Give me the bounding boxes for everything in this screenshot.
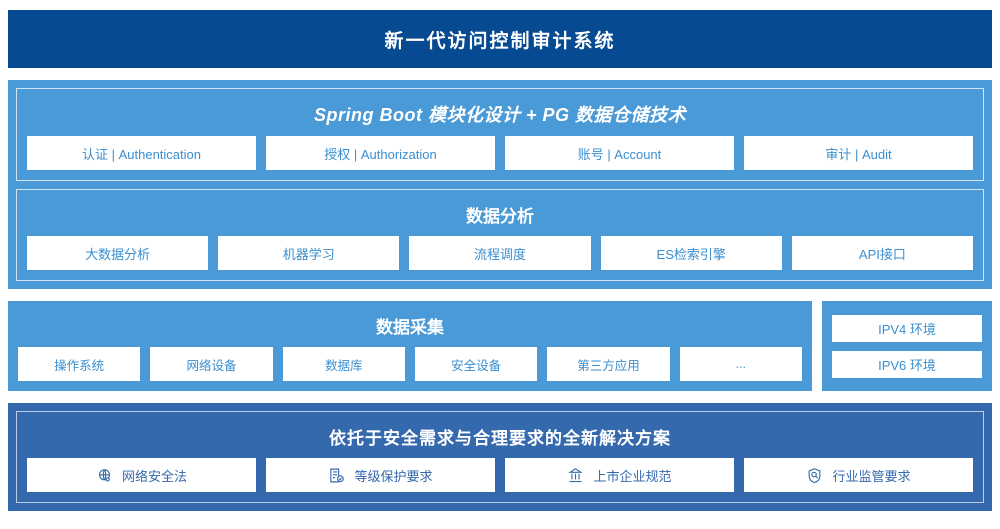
environment-chip-ipv6[interactable]: IPV6 环境 (832, 350, 982, 378)
document-check-icon (328, 467, 345, 484)
chip-label: 审计 | Audit (825, 146, 892, 162)
collection-group: 数据采集 操作系统 网络设备 数据库 安全设备 第三方应用 ... (8, 301, 812, 391)
chip-label: 安全设备 (451, 358, 502, 373)
shield-search-icon (806, 467, 823, 484)
platform-group-title: Spring Boot 模块化设计 + PG 数据仓储技术 (313, 105, 686, 125)
architecture-top-stack: Spring Boot 模块化设计 + PG 数据仓储技术 认证 | Authe… (8, 80, 992, 289)
analysis-chip-es-search-engine[interactable]: ES检索引擎 (600, 236, 782, 270)
chip-label: API接口 (858, 246, 906, 262)
solution-chip-row: 网络安全法 等级保护要求 (27, 458, 973, 492)
analysis-chip-api[interactable]: API接口 (791, 236, 974, 270)
collection-chip-row: 操作系统 网络设备 数据库 安全设备 第三方应用 ... (18, 347, 802, 381)
chip-label: 授权 | Authorization (324, 146, 437, 162)
collection-group-title: 数据采集 (376, 318, 444, 337)
solution-chip-industry-regulation[interactable]: 行业监管要求 (744, 458, 973, 492)
chip-label: ES检索引擎 (656, 246, 726, 262)
globe-network-icon (96, 467, 113, 484)
page-title: 新一代访问控制审计系统 (384, 30, 616, 52)
environment-group: IPV4 环境 IPV6 环境 (822, 301, 992, 391)
analysis-group-title: 数据分析 (466, 207, 534, 226)
solution-chip-classified-protection[interactable]: 等级保护要求 (266, 458, 495, 492)
chip-label: 操作系统 (54, 358, 105, 373)
chip-label: 流程调度 (474, 246, 527, 262)
header-banner: 新一代访问控制审计系统 (8, 10, 992, 68)
bank-building-icon (567, 467, 584, 484)
chip-label: 数据库 (325, 358, 363, 373)
platform-chip-row: 认证 | Authentication 授权 | Authorization 账… (27, 136, 973, 170)
platform-group: Spring Boot 模块化设计 + PG 数据仓储技术 认证 | Authe… (16, 88, 984, 181)
solution-chip-listed-company-standard[interactable]: 上市企业规范 (505, 458, 734, 492)
chip-label: 第三方应用 (577, 358, 640, 373)
chip-label: IPV4 环境 (878, 321, 936, 337)
analysis-chip-machine-learning[interactable]: 机器学习 (218, 236, 400, 270)
analysis-chip-process-scheduling[interactable]: 流程调度 (409, 236, 591, 270)
chip-label: 网络安全法 (121, 468, 187, 484)
platform-chip-audit[interactable]: 审计 | Audit (744, 136, 973, 170)
collection-row: 数据采集 操作系统 网络设备 数据库 安全设备 第三方应用 ... (8, 301, 992, 391)
chip-label: 网络设备 (186, 358, 237, 373)
chip-label: 机器学习 (282, 246, 335, 262)
chip-label: 账号 | Account (577, 146, 662, 162)
collection-chip-operating-system[interactable]: 操作系统 (18, 347, 141, 381)
chip-label: 认证 | Authentication (82, 146, 201, 162)
solution-group-title: 依托于安全需求与合理要求的全新解决方案 (329, 429, 671, 448)
chip-label: IPV6 环境 (878, 357, 936, 373)
collection-chip-security-device[interactable]: 安全设备 (414, 347, 538, 381)
chip-label: 上市企业规范 (593, 468, 672, 484)
chip-label: 大数据分析 (85, 246, 151, 262)
solution-inner: 依托于安全需求与合理要求的全新解决方案 网络安全法 (16, 411, 984, 503)
chip-label: 等级保护要求 (354, 468, 433, 484)
platform-chip-authorization[interactable]: 授权 | Authorization (266, 136, 495, 170)
solution-chip-cybersecurity-law[interactable]: 网络安全法 (27, 458, 256, 492)
analysis-chip-bigdata[interactable]: 大数据分析 (27, 236, 209, 270)
analysis-group: 数据分析 大数据分析 机器学习 流程调度 ES检索引擎 API接口 (16, 189, 984, 281)
analysis-chip-row: 大数据分析 机器学习 流程调度 ES检索引擎 API接口 (27, 236, 974, 270)
solution-panel: 依托于安全需求与合理要求的全新解决方案 网络安全法 (8, 403, 992, 511)
collection-chip-third-party-app[interactable]: 第三方应用 (547, 347, 670, 381)
environment-chip-ipv4[interactable]: IPV4 环境 (832, 314, 982, 342)
chip-label: 行业监管要求 (832, 468, 911, 484)
collection-chip-more[interactable]: ... (679, 347, 802, 381)
platform-chip-account[interactable]: 账号 | Account (505, 136, 734, 170)
chip-label: ... (735, 357, 747, 371)
platform-chip-authentication[interactable]: 认证 | Authentication (27, 136, 256, 170)
collection-chip-database[interactable]: 数据库 (282, 347, 405, 381)
collection-chip-network-device[interactable]: 网络设备 (150, 347, 273, 381)
